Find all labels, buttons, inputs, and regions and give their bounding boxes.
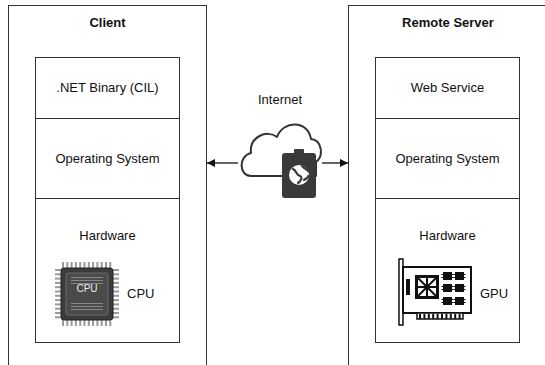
layer-label: Hardware xyxy=(36,228,179,244)
box-title: Client xyxy=(9,15,206,31)
server-box: Remote ServerWeb ServiceOperating System… xyxy=(348,5,545,365)
gpu-card xyxy=(397,257,475,329)
component-label: GPU xyxy=(480,286,508,302)
cloud-icon xyxy=(238,90,322,204)
connector-arrow xyxy=(207,162,238,163)
layer-label: Operating System xyxy=(395,151,499,167)
hardware-box: HardwareCPU xyxy=(35,198,180,343)
layer-label: Operating System xyxy=(55,151,159,167)
layer-label: Hardware xyxy=(376,228,519,244)
internet-cloud: Internet xyxy=(238,90,322,204)
layer-box: Web Service xyxy=(375,57,520,119)
client-box: Client .NET Binary (CIL) Operating SystemH… xyxy=(8,5,207,365)
box-title: Remote Server xyxy=(349,15,545,31)
layer-label: .NET Binary (CIL) xyxy=(56,80,158,96)
hardware-box: HardwareGPU xyxy=(375,198,520,343)
connector-arrow xyxy=(322,162,348,163)
layer-label: Web Service xyxy=(411,80,484,96)
component-label: CPU xyxy=(127,286,154,302)
layer-box: .NET Binary (CIL) xyxy=(35,57,180,119)
chip-marking: CPU xyxy=(76,283,97,294)
cpu-chip xyxy=(54,261,120,327)
layer-box: Operating System xyxy=(375,118,520,199)
layer-box: Operating System xyxy=(35,118,180,199)
cloud-label: Internet xyxy=(238,92,322,108)
